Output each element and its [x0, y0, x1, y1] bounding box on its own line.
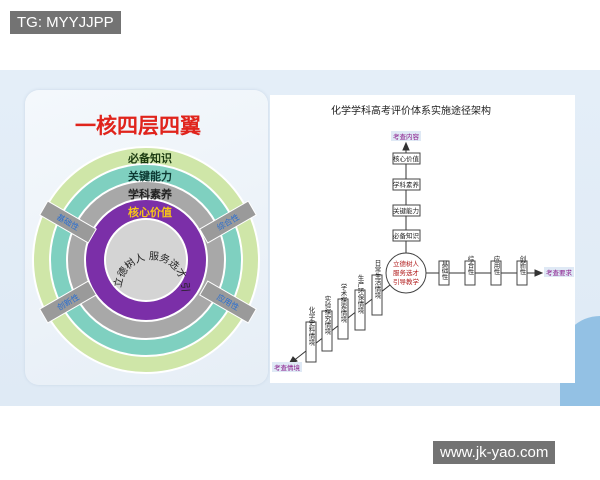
horizontal-box-3: 应用性 [490, 254, 502, 286]
svg-text:必备知识: 必备知识 [393, 231, 420, 240]
ring-label-knowledge: 必备知识 [127, 151, 172, 165]
svg-text:关键能力: 关键能力 [393, 206, 419, 215]
ring-label-literacy: 学科素养 [128, 187, 173, 201]
svg-text:化学史料情境: 化学史料情境 [307, 305, 315, 347]
svg-text:创新性: 创新性 [518, 254, 526, 276]
svg-text:基础性: 基础性 [440, 259, 448, 281]
wing-comprehensive: 综合性 [199, 200, 257, 244]
right-label: 考查要求 [544, 267, 574, 277]
core-circle [104, 218, 188, 302]
right-title: 化学学科高考评价体系实施途径架构 [331, 104, 491, 117]
svg-text:综合性: 综合性 [466, 254, 474, 276]
vertical-box-1: 核心价值 [392, 152, 421, 165]
diagonal-box-4: 实验探究情境 [321, 294, 333, 352]
vertical-box-2: 学科素养 [392, 178, 421, 191]
svg-text:学术探索情境: 学术探索情境 [339, 282, 347, 324]
svg-text:考查内容: 考查内容 [393, 132, 420, 141]
svg-text:核心价值: 核心价值 [393, 154, 420, 163]
diagonal-box-3: 学术探索情境 [337, 282, 349, 340]
svg-text:日常生活情境: 日常生活情境 [373, 259, 381, 300]
horizontal-box-1: 基础性 [438, 259, 450, 286]
left-title: 一核四层四翼 [75, 114, 201, 138]
svg-text:学科素养: 学科素养 [393, 180, 420, 189]
diagonal-box-2: 生产环保情境 [354, 273, 366, 331]
wing-applied: 应用性 [199, 280, 257, 324]
svg-text:服务选才: 服务选才 [393, 268, 420, 277]
diagonal-box-5: 化学史料情境 [305, 305, 317, 363]
ring-label-value: 核心价值 [128, 205, 172, 219]
wing-basic: 基础性 [39, 200, 97, 244]
ring-label-ability: 关键能力 [128, 169, 172, 183]
vertical-box-4: 必备知识 [392, 229, 421, 242]
right-panel [270, 95, 575, 383]
horizontal-box-2: 综合性 [464, 254, 476, 286]
wing-innovative: 创新性 [39, 280, 97, 324]
diag-label: 考查情境 [272, 362, 302, 372]
svg-text:应用性: 应用性 [492, 254, 500, 276]
horizontal-box-4: 创新性 [516, 254, 528, 286]
watermark-top: TG: MYYJJPP [10, 11, 121, 34]
svg-text:实验探究情境: 实验探究情境 [323, 294, 331, 336]
diagonal-box-1: 日常生活情境 [371, 259, 383, 316]
watermark-bottom: www.jk-yao.com [433, 441, 556, 464]
svg-text:考查要求: 考查要求 [546, 268, 573, 277]
vertical-box-3: 关键能力 [392, 204, 421, 217]
svg-text:生产环保情境: 生产环保情境 [356, 273, 364, 315]
top-label: 考查内容 [391, 131, 421, 141]
svg-text:考查情境: 考查情境 [274, 363, 301, 372]
svg-text:立德树人: 立德树人 [393, 259, 420, 268]
svg-text:引导教学: 引导教学 [393, 277, 420, 286]
center-circle: 立德树人 服务选才 引导教学 [385, 252, 427, 294]
